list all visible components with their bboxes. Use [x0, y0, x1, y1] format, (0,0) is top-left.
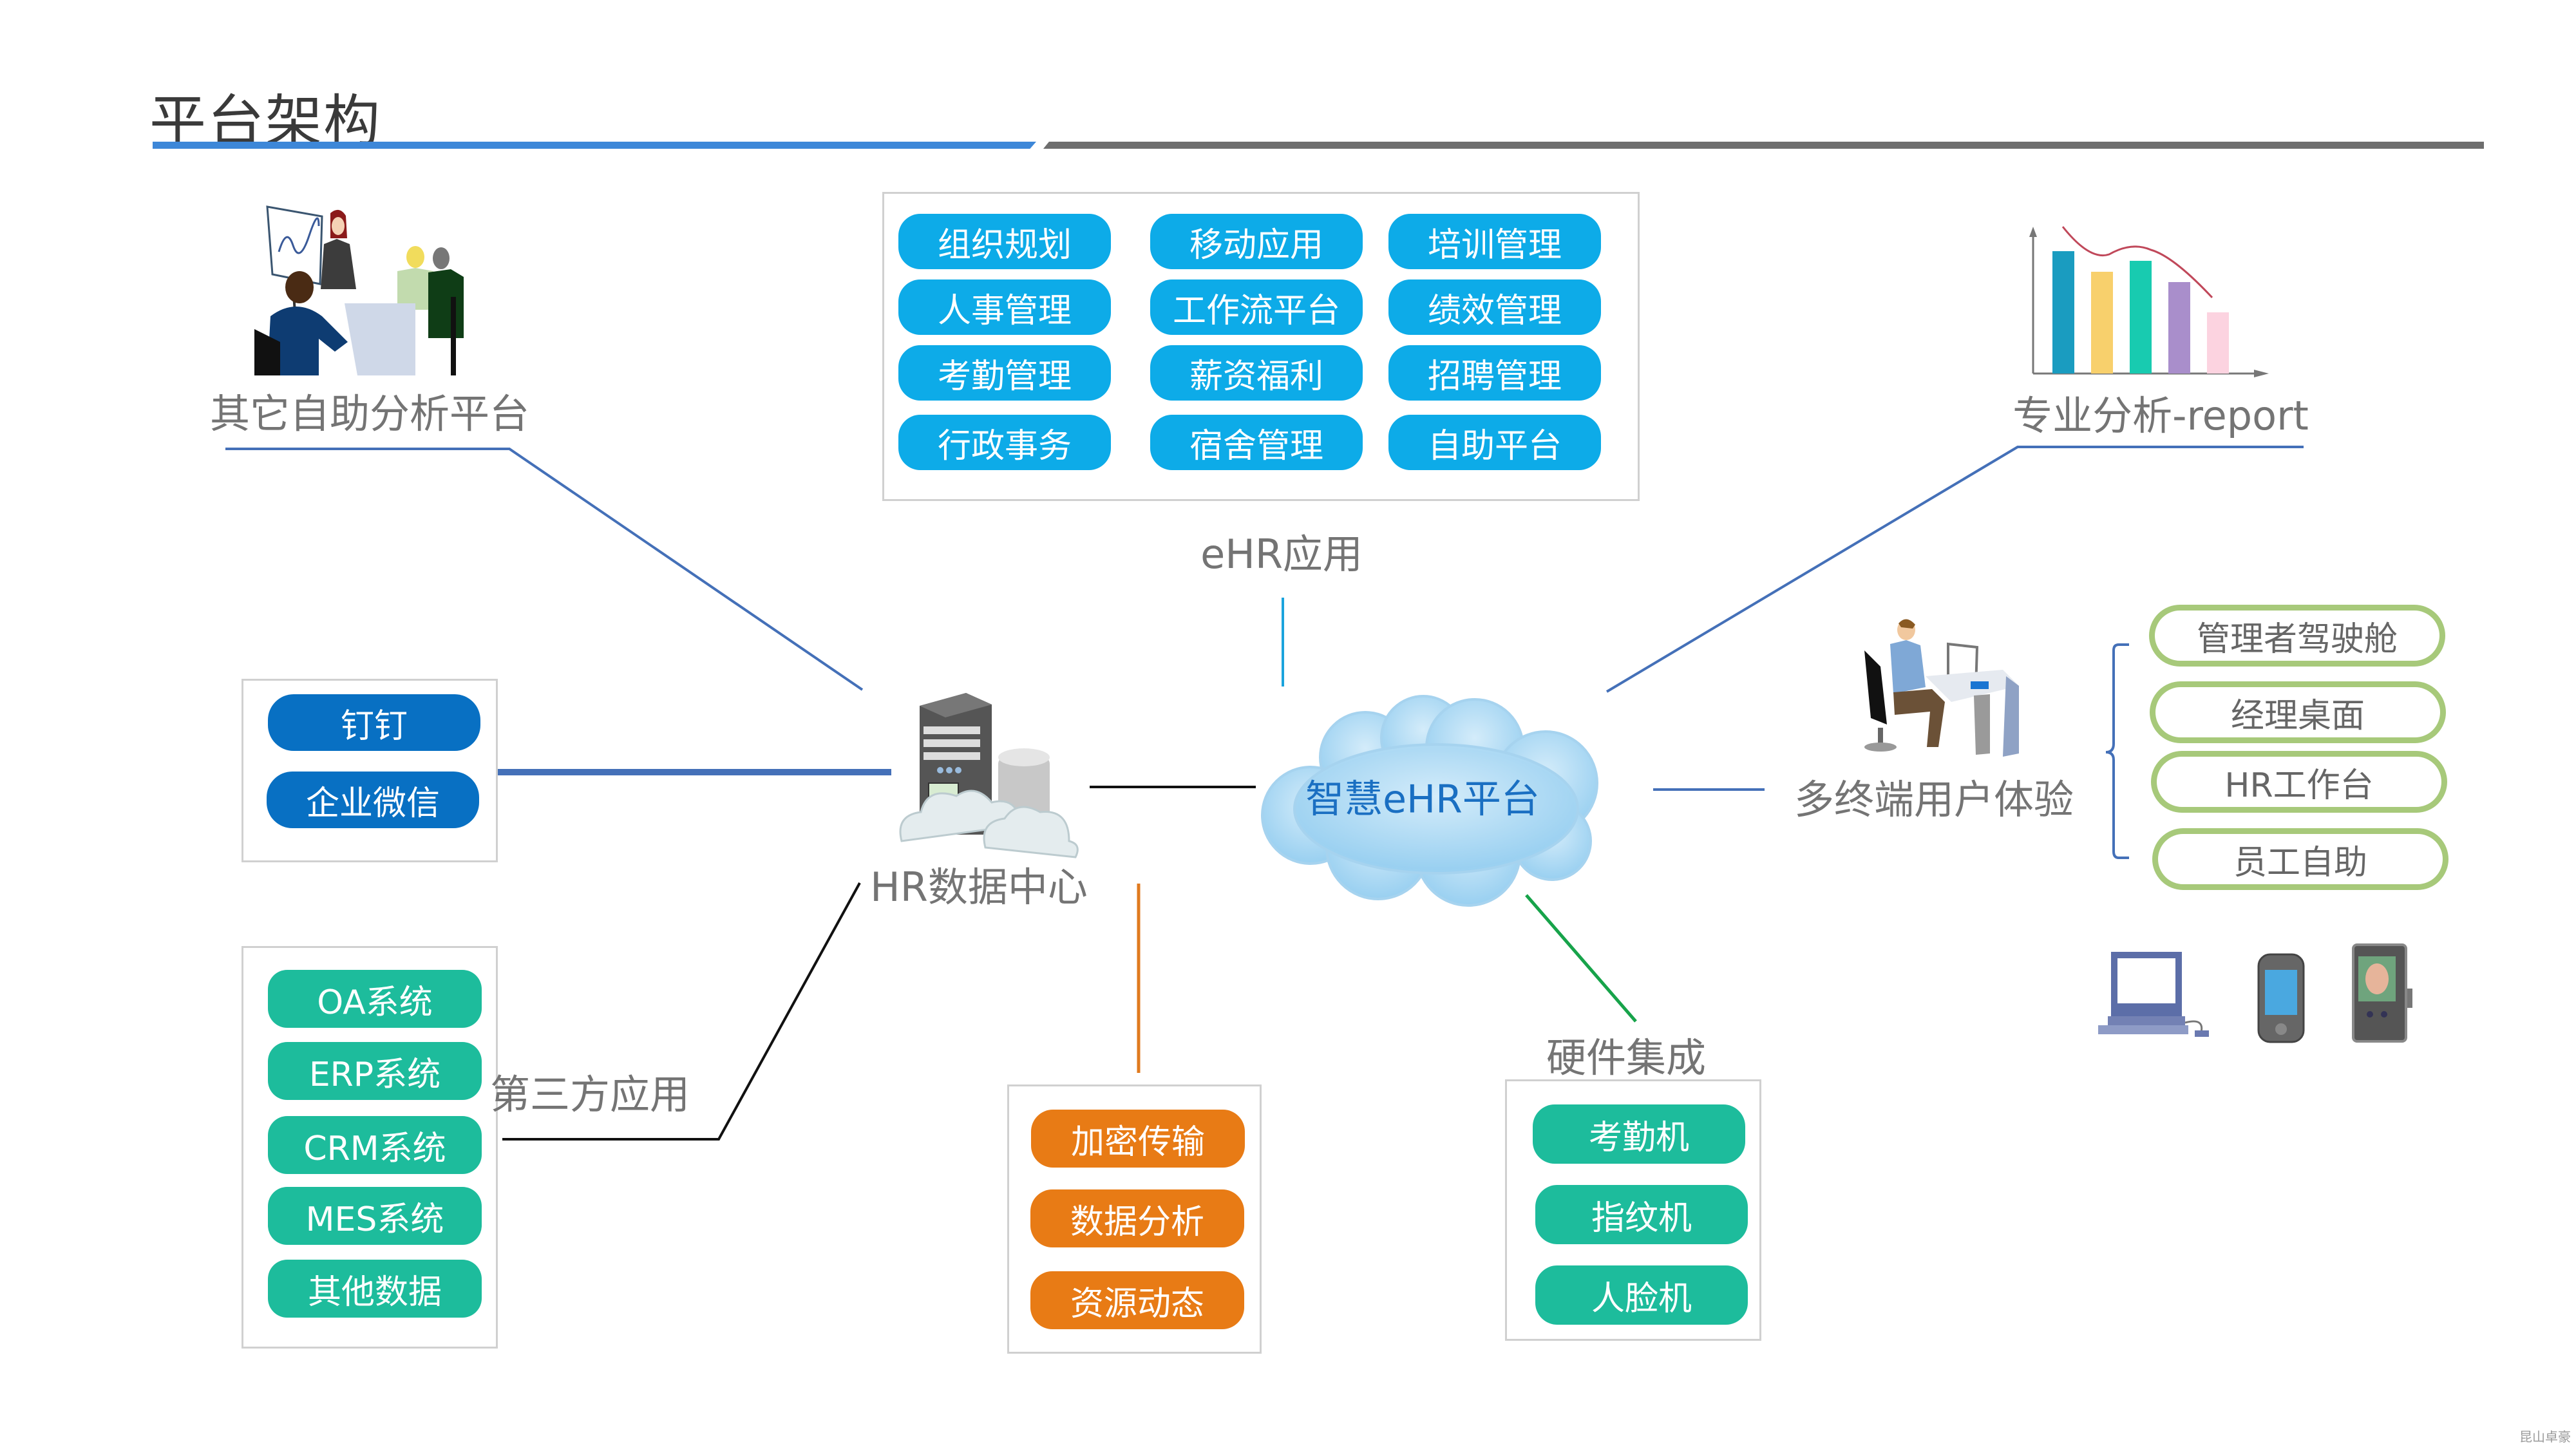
- watermark: 昆山卓豪: [2519, 1429, 2571, 1444]
- connector-pro-analysis: [1605, 446, 2304, 693]
- ehr-app-org-planning-button[interactable]: 组织规划: [898, 214, 1111, 269]
- ehr-app-dormitory-mgmt-button[interactable]: 宿舍管理: [1150, 415, 1363, 470]
- manager-cockpit-button[interactable]: 管理者驾驶舱: [2149, 605, 2445, 667]
- ehr-app-mobile-app-button[interactable]: 移动应用: [1150, 214, 1363, 269]
- data-center-label: HR数据中心: [870, 864, 1088, 911]
- ehr-app-admin-affairs-button[interactable]: 行政事务: [898, 415, 1111, 470]
- title-underline-accent: [153, 142, 1036, 149]
- ehr-app-payroll-benefits-button[interactable]: 薪资福利: [1150, 345, 1363, 401]
- server-database-icon: [899, 693, 1079, 858]
- ehr-app-performance-mgmt-button[interactable]: 绩效管理: [1388, 279, 1601, 335]
- hardware-label: 硬件集成: [1546, 1034, 1707, 1081]
- connector-self-analysis: [225, 448, 864, 691]
- dingtalk-button[interactable]: 钉钉: [268, 694, 480, 751]
- meeting-icon: [254, 205, 464, 375]
- data-analysis-button[interactable]: 数据分析: [1030, 1189, 1244, 1247]
- cloud-icon: [1261, 695, 1598, 907]
- connector-hardware: [1525, 894, 1637, 1023]
- face-recognition-terminal-icon: [2352, 943, 2412, 1043]
- erp-system-button[interactable]: ERP系统: [268, 1042, 482, 1100]
- platform-label: 智慧eHR平台: [1305, 777, 1540, 822]
- ehr-app-recruitment-mgmt-button[interactable]: 招聘管理: [1388, 345, 1601, 401]
- desktop-computer-icon: [2098, 952, 2209, 1037]
- wecom-button[interactable]: 企业微信: [267, 772, 479, 828]
- hr-workbench-button[interactable]: HR工作台: [2151, 751, 2447, 813]
- self-analysis-label: 其它自助分析平台: [209, 390, 530, 437]
- pro-analysis-label: 专业分析-report: [2012, 392, 2309, 439]
- attendance-machine-button[interactable]: 考勤机: [1533, 1104, 1745, 1164]
- other-data-button[interactable]: 其他数据: [268, 1260, 482, 1318]
- bar-chart-icon: [2029, 226, 2269, 377]
- ehr-app-personnel-mgmt-button[interactable]: 人事管理: [898, 279, 1111, 335]
- title-underline-rule: [1043, 142, 2484, 149]
- connector-third-party: [502, 882, 861, 1141]
- fingerprint-machine-button[interactable]: 指纹机: [1535, 1185, 1748, 1244]
- mobile-phone-icon: [2257, 953, 2305, 1043]
- ehr-app-self-service-platform-button[interactable]: 自助平台: [1388, 415, 1601, 470]
- oa-system-button[interactable]: OA系统: [268, 970, 482, 1028]
- terminal-bracket: [2105, 643, 2129, 859]
- office-worker-icon: [1864, 619, 2019, 757]
- employee-self-service-button[interactable]: 员工自助: [2152, 828, 2448, 890]
- third-party-label: 第三方应用: [489, 1071, 690, 1118]
- encrypted-transfer-button[interactable]: 加密传输: [1031, 1110, 1245, 1168]
- ehr-apps-label: eHR应用: [1200, 531, 1363, 578]
- ehr-app-training-mgmt-button[interactable]: 培训管理: [1388, 214, 1601, 269]
- ehr-app-attendance-mgmt-button[interactable]: 考勤管理: [898, 345, 1111, 401]
- ehr-app-workflow-platform-button[interactable]: 工作流平台: [1150, 279, 1363, 335]
- manager-desktop-button[interactable]: 经理桌面: [2150, 681, 2446, 743]
- mes-system-button[interactable]: MES系统: [268, 1187, 482, 1245]
- multi-terminal-label: 多终端用户体验: [1794, 776, 2074, 823]
- face-recognition-button[interactable]: 人脸机: [1535, 1265, 1748, 1325]
- crm-system-button[interactable]: CRM系统: [268, 1116, 482, 1174]
- resource-dynamics-button[interactable]: 资源动态: [1030, 1271, 1244, 1329]
